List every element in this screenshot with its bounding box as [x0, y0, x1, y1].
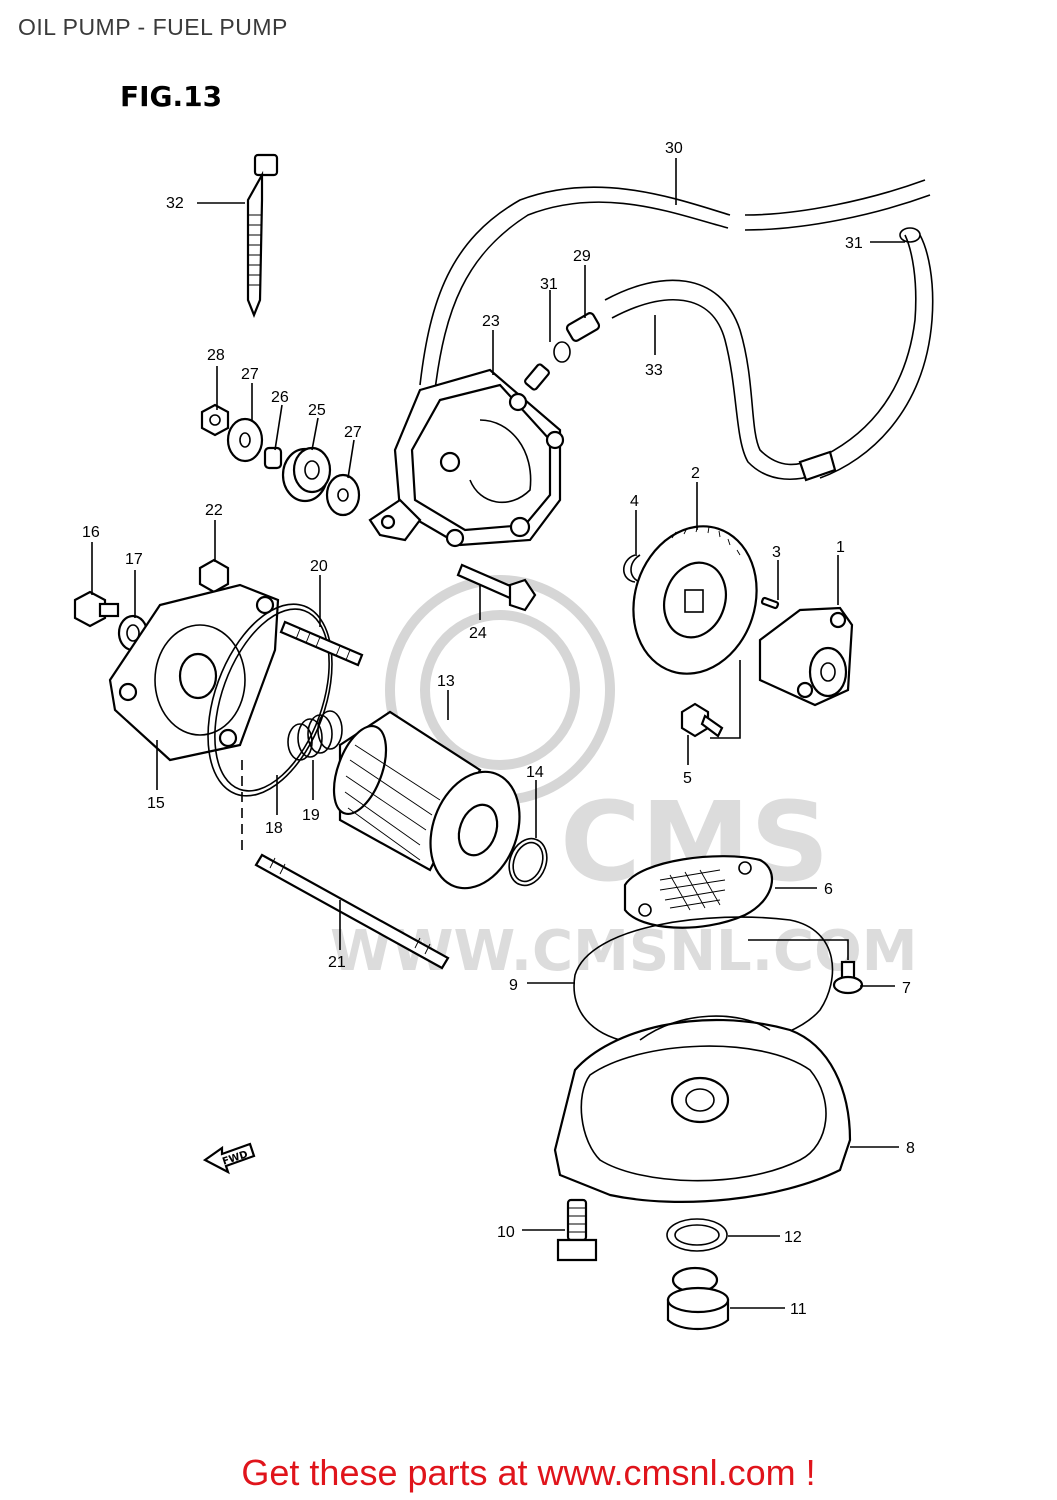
part-stud-20: [279, 620, 364, 667]
part-washer-27b: [325, 473, 361, 517]
callout-13: 13: [437, 673, 455, 690]
callout-31b: 31: [845, 235, 863, 252]
callout-32: 32: [166, 195, 184, 212]
callout-31a: 31: [540, 276, 558, 293]
callout-10: 10: [497, 1224, 515, 1241]
callout-28: 28: [207, 347, 225, 364]
part-plug-11: [666, 1266, 730, 1330]
part-nut-28: [200, 403, 230, 437]
callout-2: 2: [691, 465, 700, 482]
callout-27b: 27: [344, 424, 362, 441]
callout-9: 9: [509, 977, 518, 994]
callout-27a: 27: [241, 366, 259, 383]
callout-7: 7: [902, 980, 911, 997]
callout-8: 8: [906, 1140, 915, 1157]
callout-17: 17: [125, 551, 143, 568]
part-stud-21: [254, 853, 450, 970]
part-hose-30: [419, 179, 931, 391]
callout-30: 30: [665, 140, 683, 157]
callout-numbers: 1 2 3 4 5 6 7 8 9 10 11 12 13 14 15 16 1…: [82, 140, 915, 1318]
part-filter-cover-15: [108, 583, 280, 762]
callout-16: 16: [82, 524, 100, 541]
part-circlip-4: [622, 554, 641, 583]
part-washer-27a: [226, 417, 264, 463]
watermark: CMS WWW.CMSNL.COM: [330, 575, 917, 984]
callout-4: 4: [630, 493, 639, 510]
leader-lines: [91, 158, 905, 1309]
callout-19: 19: [302, 807, 320, 824]
callout-29: 29: [573, 248, 591, 265]
part-collar-26: [263, 446, 283, 470]
part-nut-22: [198, 558, 230, 594]
part-bolt-16: [73, 590, 120, 628]
callout-33: 33: [645, 362, 663, 379]
part-hose-33: [565, 234, 934, 482]
part-spring-19: [287, 710, 343, 761]
exploded-parts-diagram: CMS WWW.CMSNL.COM: [73, 140, 934, 1330]
part-o-ring-18: [207, 603, 333, 797]
callout-22: 22: [205, 502, 223, 519]
part-bolt-10: [556, 1198, 598, 1262]
callout-11: 11: [790, 1301, 807, 1318]
part-washer-12: [666, 1218, 728, 1252]
part-bolt-5: [680, 702, 724, 738]
callout-14: 14: [526, 764, 544, 781]
page-title: OIL PUMP - FUEL PUMP: [18, 14, 288, 40]
callout-26: 26: [271, 389, 289, 406]
part-pin-3: [760, 596, 780, 610]
part-cable-tie: [246, 153, 279, 318]
callout-12: 12: [784, 1229, 802, 1246]
callout-24: 24: [469, 625, 487, 642]
callout-1: 1: [836, 539, 845, 556]
callout-3: 3: [772, 544, 781, 561]
cta-link[interactable]: Get these parts at www.cmsnl.com !: [241, 1452, 816, 1493]
callout-21: 21: [328, 954, 346, 971]
callout-15: 15: [147, 795, 165, 812]
part-gasket-9: [573, 916, 834, 1050]
part-oil-pump-1: [758, 606, 854, 707]
callout-25: 25: [308, 402, 326, 419]
part-o-ring-14: [508, 837, 548, 887]
part-bolt-7: [832, 960, 864, 995]
callout-6: 6: [824, 881, 833, 898]
part-oil-pan-8: [553, 1015, 852, 1203]
part-strainer-6: [623, 855, 774, 929]
part-grommet-25: [281, 446, 332, 503]
callout-20: 20: [310, 558, 328, 575]
part-fuel-pump: [368, 363, 565, 548]
callout-23: 23: [482, 313, 500, 330]
callout-18: 18: [265, 820, 283, 837]
part-oil-filter-13: [332, 710, 521, 890]
part-clip-31a: [553, 341, 571, 363]
part-bolt-24: [456, 563, 537, 612]
part-clip-31b: [899, 227, 921, 243]
figure-label: FIG.13: [120, 80, 223, 113]
part-gear-2: [632, 525, 758, 675]
fwd-arrow-icon: FWD: [202, 1142, 256, 1175]
callout-5: 5: [683, 770, 692, 787]
